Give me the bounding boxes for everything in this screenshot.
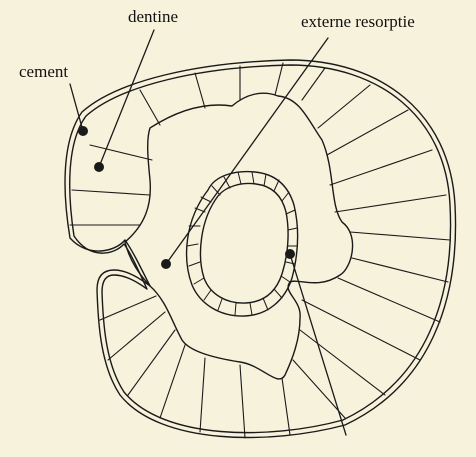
label-cement: cement	[19, 63, 68, 80]
dot-cement	[78, 126, 88, 136]
leader-lines	[70, 30, 346, 435]
resorption-boundary	[125, 93, 353, 379]
predentine-outer	[187, 172, 298, 316]
label-externe-resorptie: externe resorptie	[301, 13, 415, 30]
leader-resorptie-2	[290, 254, 346, 435]
pulp-contour	[201, 184, 289, 304]
label-dentine: dentine	[128, 8, 178, 25]
leader-resorptie-1	[166, 38, 328, 264]
leader-dentine	[99, 30, 154, 167]
dot-dentine	[94, 162, 104, 172]
dot-resorptie-2	[285, 249, 295, 259]
leader-cement	[70, 84, 83, 131]
dot-resorptie-1	[161, 259, 171, 269]
predentine-hatching	[187, 172, 297, 315]
